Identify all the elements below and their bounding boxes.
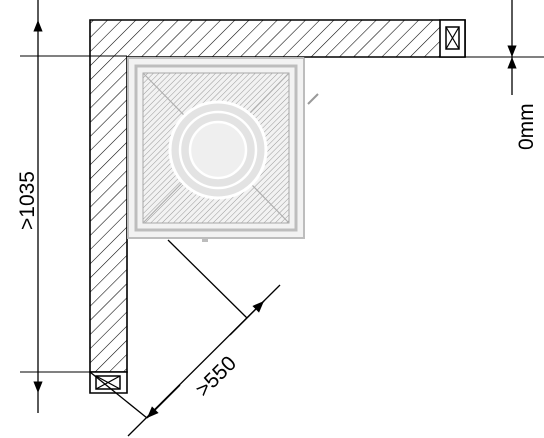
height-dimension: >1035 bbox=[16, 0, 127, 413]
height-label: >1035 bbox=[16, 171, 39, 230]
stove-inner-frame bbox=[134, 64, 298, 232]
clearance-label: >550 bbox=[191, 352, 241, 402]
offset-label: 0mm bbox=[515, 103, 538, 150]
dimension-arrow-icon bbox=[229, 300, 265, 336]
stove-handle bbox=[307, 93, 319, 105]
stove-flue-ring bbox=[178, 110, 258, 190]
dimension-arrow-icon bbox=[146, 384, 181, 419]
stove-flue-inner bbox=[188, 120, 248, 180]
stove-foot bbox=[202, 238, 208, 242]
wall-end-cross-icon bbox=[95, 375, 121, 390]
offset-dimension: 0mm bbox=[304, 0, 544, 150]
wall-end-cross-icon bbox=[445, 26, 460, 50]
stove-top-view bbox=[127, 57, 319, 242]
